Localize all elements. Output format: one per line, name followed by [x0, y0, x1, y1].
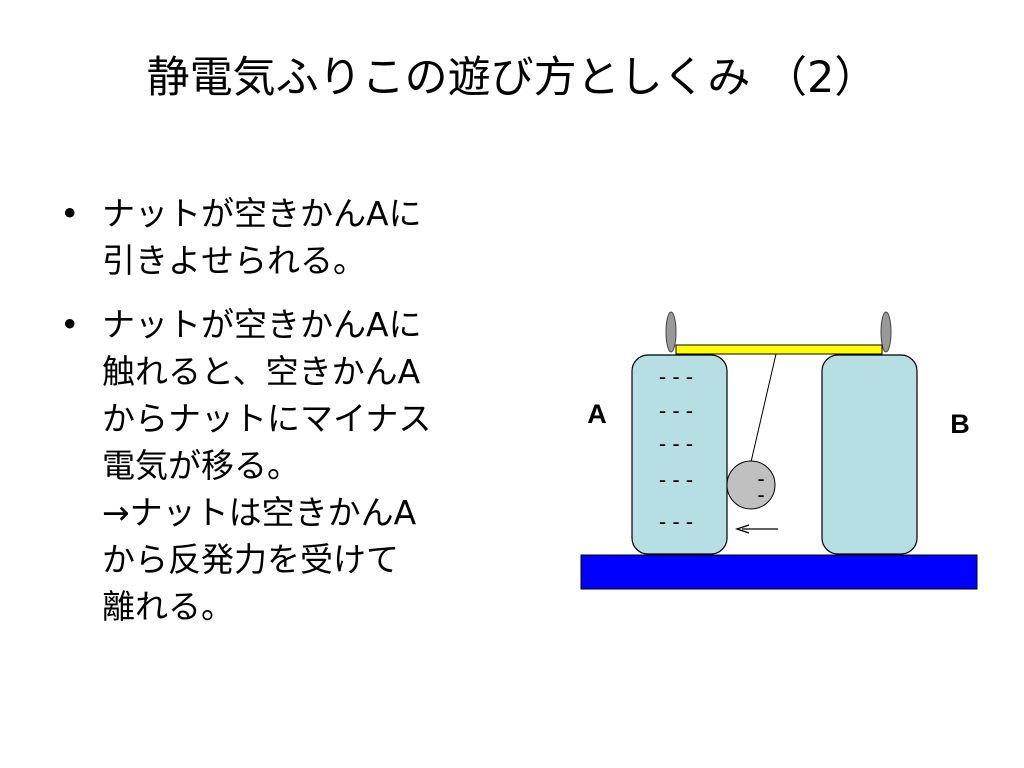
bullet-2-line-7: 離れる。 [102, 587, 234, 626]
bullet-2-line-3: からナットにマイナス [102, 399, 432, 438]
bullet-2-line-1: ナットが空きかんAに [102, 305, 422, 344]
nut-charge: - [757, 466, 764, 491]
cross-bar [675, 344, 883, 355]
bullet-2-line-2: 触れると、空きかんA [102, 352, 421, 391]
can-a-charge-row: - - - [659, 398, 693, 423]
nut [726, 460, 776, 510]
slide-title: 静電気ふりこの遊び方としくみ （2） [146, 53, 878, 103]
right-post [880, 311, 892, 353]
can-a-charge-row: - - - [659, 364, 693, 389]
bullet-item-1: • ナットが空きかんAに 引きよせられる。 [58, 190, 528, 284]
label-a: A [587, 399, 607, 429]
can-a-charge-row: - - - [659, 509, 693, 534]
bullet-dot: • [60, 194, 80, 233]
nut-charge: - [757, 482, 764, 507]
label-b: B [950, 409, 970, 439]
can-a [631, 354, 728, 555]
bullet-dot: • [60, 305, 80, 344]
base-board [580, 554, 978, 590]
bullet-2-line-6: から反発力を受けて [102, 540, 399, 579]
bullet-list: • ナットが空きかんAに 引きよせられる。 • ナットが空きかんAに 触れると、… [58, 190, 528, 647]
bullet-1-line-2: 引きよせられる。 [102, 241, 366, 280]
left-post [665, 311, 677, 353]
bullet-2-line-5: →ナットは空きかんA [102, 493, 417, 532]
motion-arrow-head [734, 524, 750, 534]
bullet-1-line-1: ナットが空きかんAに [102, 194, 422, 233]
bullet-2-line-4: 電気が移る。 [102, 446, 300, 485]
pendulum-string [750, 353, 777, 463]
can-a-charge-row: - - - [659, 467, 693, 492]
can-b [821, 354, 918, 555]
bullet-item-2: • ナットが空きかんAに 触れると、空きかんA からナットにマイナス 電気が移る… [58, 301, 528, 630]
can-a-charge-row: - - - [659, 431, 693, 456]
